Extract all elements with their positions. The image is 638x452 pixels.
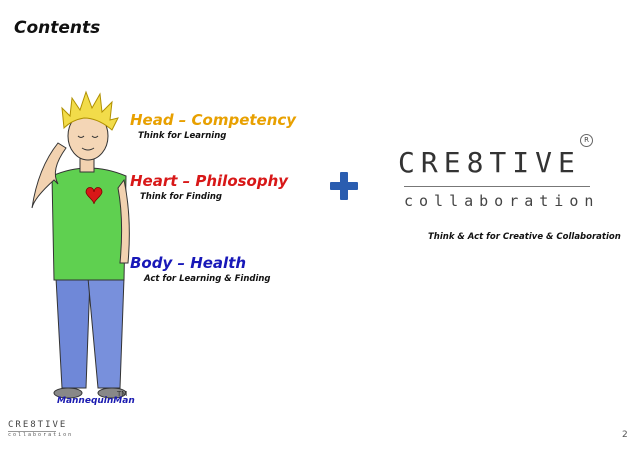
mannequin-mouth	[81, 147, 95, 151]
mannequin-left-shoe	[53, 387, 83, 399]
footer-logo: CRE8TIVE collaboration	[8, 420, 73, 438]
mannequin-hair	[61, 90, 119, 131]
plus-icon	[330, 172, 358, 200]
logo-wordmark: CRE8TIVE	[398, 146, 581, 179]
logo-tagline: Think & Act for Creative & Collaboration	[428, 232, 621, 242]
page-number: 2	[622, 430, 628, 440]
slide-title: Contents	[14, 18, 101, 38]
head-competency-subtitle: Think for Learning	[138, 131, 227, 141]
body-health-heading: Body – Health	[130, 254, 247, 272]
mannequin-left-leg	[55, 277, 91, 389]
footer-logo-subline: collaboration	[8, 432, 74, 438]
mannequin-label: MannequinMan	[57, 396, 135, 406]
registered-mark: R	[580, 134, 593, 147]
logo-divider	[404, 186, 590, 187]
mannequin-raised-arm	[31, 142, 67, 209]
mannequin-figure	[31, 90, 130, 399]
mannequin-torso	[51, 167, 127, 281]
mannequin-lowered-arm	[117, 178, 130, 264]
heart-icon	[85, 187, 103, 205]
mannequin-right-leg	[87, 277, 125, 389]
heart-philosophy-heading: Heart – Philosophy	[130, 172, 289, 190]
mannequin-eye	[91, 135, 99, 138]
logo-subline: collaboration	[404, 192, 600, 210]
body-health-subtitle: Act for Learning & Finding	[144, 274, 271, 284]
mannequin-eye	[77, 135, 85, 138]
mannequin-right-shoe	[97, 387, 127, 399]
trademark-mark: TM	[117, 390, 128, 398]
heart-philosophy-subtitle: Think for Finding	[140, 192, 223, 202]
cre8tive-logo: CRE8TIVE collaboration R	[398, 134, 600, 220]
head-competency-heading: Head – Competency	[130, 111, 297, 129]
footer-logo-wordmark: CRE8TIVE	[8, 420, 68, 430]
